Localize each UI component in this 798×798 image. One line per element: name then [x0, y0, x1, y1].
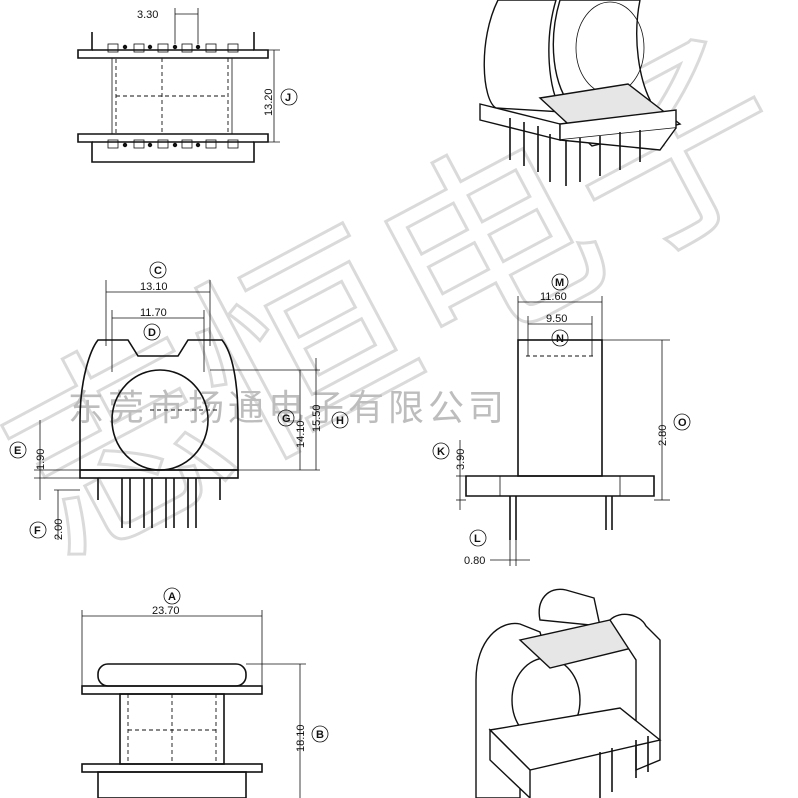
label-O: O	[678, 417, 687, 429]
dim-C-value: 13.10	[140, 281, 168, 293]
watermark-company-text: 东莞市扬通电子有限公司	[68, 388, 508, 429]
top-view: 3.30 13.20 J	[77, 8, 298, 163]
dim-G-value: 14.10	[295, 420, 307, 448]
side-view: 11.60 M 9.50 N 2.80 O 3.90 K 0.80 L	[432, 273, 691, 567]
dim-D-value: 11.70	[140, 307, 167, 319]
dim-A-value: 23.70	[152, 605, 180, 617]
iso-view-bottom	[475, 588, 662, 798]
label-F: F	[34, 525, 41, 537]
front-view: 13.10 C 11.70 D 14.10 15.50 G H 1.90 E 2…	[9, 261, 349, 540]
bottom-view: 23.70 A 18.10 B	[81, 587, 329, 798]
dim-B-value: 18.10	[295, 724, 307, 752]
dim-N-value: 9.50	[546, 313, 567, 325]
dim-E-value: 1.90	[35, 449, 47, 470]
label-N: N	[556, 333, 564, 345]
dim-M-value: 11.60	[540, 291, 567, 303]
label-G: G	[282, 413, 291, 425]
label-D: D	[148, 327, 156, 339]
watermark-large-chars: 志恒电子	[0, 0, 798, 606]
label-A: A	[168, 591, 176, 603]
label-B: B	[316, 729, 324, 741]
dim-L-value: 0.80	[464, 555, 485, 567]
label-L: L	[474, 533, 481, 545]
label-M: M	[555, 277, 564, 289]
watermark: 志恒电子 东莞市扬通电子有限公司	[0, 0, 798, 606]
label-C: C	[154, 265, 162, 277]
label-H: H	[336, 415, 344, 427]
dim-pin-pitch: 3.30	[137, 9, 158, 21]
iso-view-top	[479, 0, 682, 186]
dim-H-value: 15.50	[311, 404, 323, 432]
dim-F-value: 2.00	[53, 519, 65, 540]
label-J: J	[285, 92, 291, 104]
dim-J-value: 13.20	[263, 88, 275, 116]
dim-O-value: 2.80	[657, 425, 669, 446]
label-K: K	[437, 446, 445, 458]
dim-K-value: 3.90	[455, 449, 467, 470]
label-E: E	[14, 445, 21, 457]
